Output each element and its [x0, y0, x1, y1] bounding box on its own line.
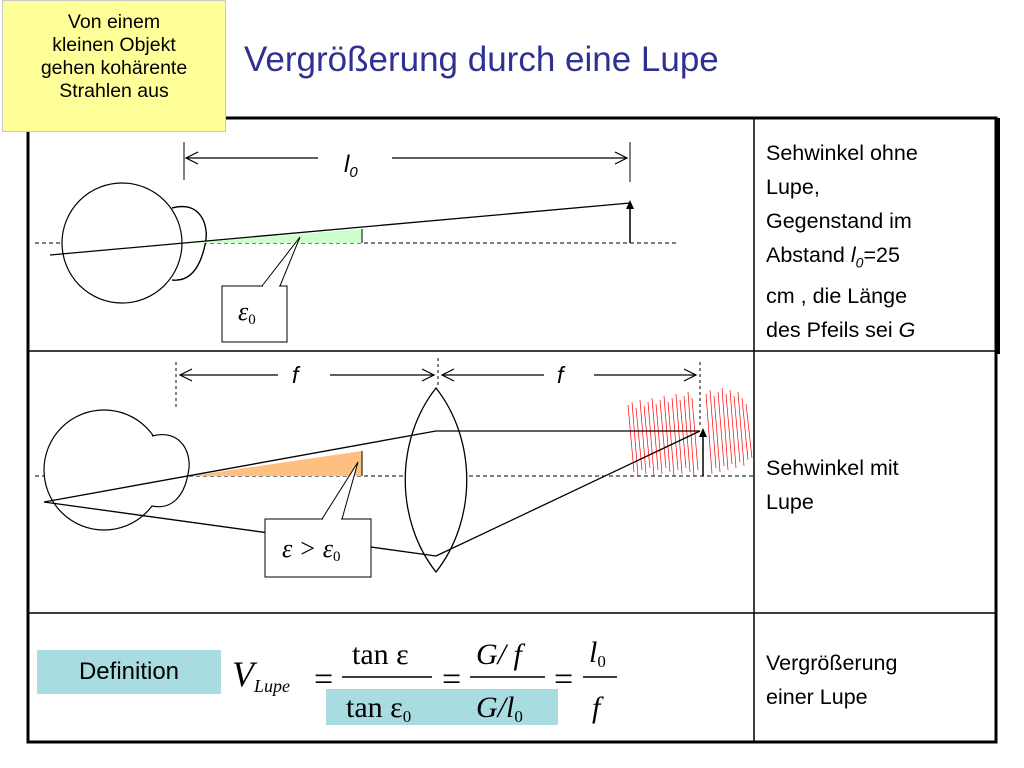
note-line: kleinen Objekt — [52, 34, 176, 56]
epsilon-callout-box — [264, 518, 372, 578]
slide-title: Vergrößerung durch eine Lupe — [244, 40, 719, 79]
row1-description: Sehwinkel ohne Lupe, Gegenstand im Absta… — [766, 136, 918, 347]
epsilon-compare-label: ε > ε0 — [282, 534, 341, 565]
denominator-highlight — [326, 689, 558, 725]
sight-ray — [49, 202, 631, 256]
desc-line: Gegenstand im — [766, 209, 912, 233]
row3-description: Vergrößerung einer Lupe — [766, 646, 897, 714]
desc-line: Vergrößerung — [766, 651, 898, 675]
ray-upper — [43, 430, 437, 503]
epsilon0-label: ε0 — [238, 297, 256, 328]
frac1-num: tan ε — [352, 638, 409, 671]
row2-description: Sehwinkel mit Lupe — [766, 451, 899, 519]
note-line: Von einem — [67, 11, 161, 33]
table-border — [26, 116, 998, 744]
desc-line: Sehwinkel mit — [766, 456, 899, 480]
diagram-with-lens — [35, 358, 754, 578]
coherent-rays — [627, 387, 753, 477]
eye-cornea — [151, 433, 190, 508]
desc-line: Lupe — [766, 490, 814, 514]
angle-epsilon0-fill — [190, 229, 362, 243]
focal-label-left: f — [292, 362, 301, 388]
diagram-without-lens — [35, 142, 678, 343]
desc-line: Abstand l0=25 — [766, 243, 900, 271]
note-line: Strahlen aus — [59, 80, 169, 102]
table-border-shadow — [996, 118, 1000, 354]
desc-line: einer Lupe — [766, 685, 868, 709]
definition-label: Definition — [37, 650, 221, 694]
formula-lhs: VLupe — [232, 654, 290, 696]
epsilon0-callout-box — [221, 285, 288, 343]
desc-line: des Pfeils sei G — [766, 318, 916, 343]
desc-line: cm , die Länge — [766, 284, 908, 309]
frac2-num: G/ f — [476, 638, 526, 671]
formula-eq: = — [314, 661, 333, 698]
frac3-num: l0 — [589, 636, 606, 671]
ray-central — [435, 430, 701, 557]
desc-line: Lupe, — [766, 175, 820, 199]
formula-eq: = — [554, 661, 573, 698]
desc-line: Sehwinkel ohne — [766, 141, 918, 165]
l0-label: l0 — [344, 151, 358, 181]
frac3-den: f — [592, 691, 604, 724]
info-note: Von einem kleinen Objekt gehen kohärente… — [2, 0, 226, 132]
note-line: gehen kohärente — [40, 57, 188, 79]
angle-epsilon-fill — [190, 451, 362, 476]
frac2-den: G/l0 — [476, 691, 523, 726]
focal-label-right: f — [557, 362, 566, 388]
frac1-den: tan ε0 — [346, 691, 411, 726]
formula-eq: = — [442, 661, 461, 698]
